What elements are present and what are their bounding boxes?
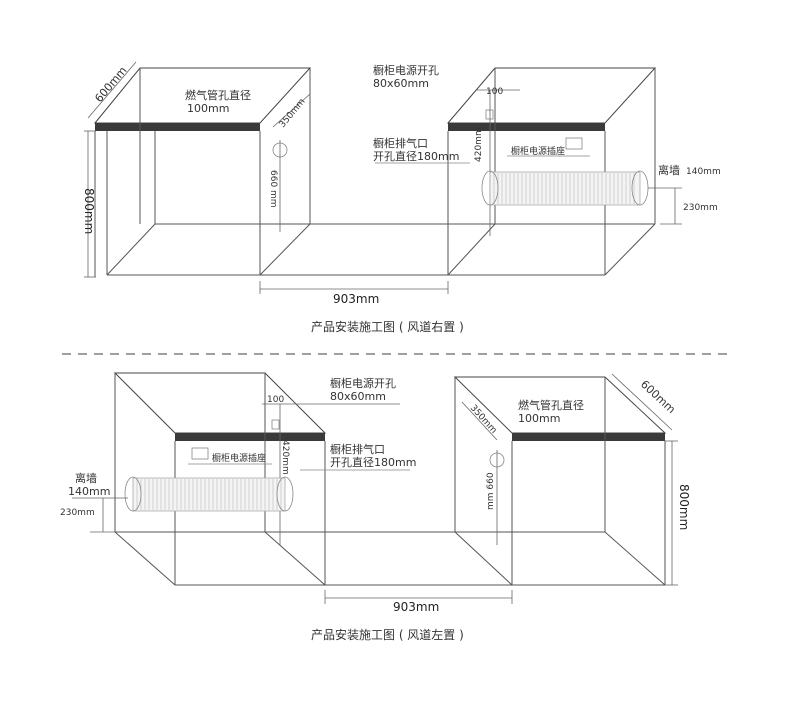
top-duct: [481, 170, 649, 206]
top-left-countertop-edge: [95, 123, 260, 131]
bottom-vent-420-label: 420mm: [280, 440, 290, 475]
top-gas-hole-value: 100mm: [187, 102, 229, 115]
bottom-gas-hole-title: 燃气管孔直径: [518, 398, 584, 412]
top-duct-end-left: [481, 170, 499, 206]
top-diagram: 600mm 800mm 燃气管孔直径 100mm 350mm 660 mm: [82, 61, 721, 334]
top-socket-label: 橱柜电源插座: [511, 145, 565, 157]
top-power-hole-rect: [485, 109, 494, 120]
bottom-socket: 橱柜电源插座: [188, 447, 272, 465]
top-socket-icon: [565, 137, 583, 150]
bottom-duct-end-right: [276, 476, 294, 512]
bottom-power-hole-title: 橱柜电源开孔: [330, 376, 396, 390]
bottom-socket-icon: [191, 447, 209, 460]
top-right-cabinet-top: [446, 67, 657, 124]
bottom-wall-distance: 离墙 140mm 230mm: [60, 471, 128, 533]
bottom-wall-230-label: 230mm: [60, 508, 95, 518]
top-vent: 橱柜排气口 开孔直径180mm: [373, 136, 470, 164]
bottom-left-countertop-edge: [175, 433, 325, 441]
bottom-wall-label: 离墙: [75, 471, 97, 485]
top-left-cabinet: [93, 67, 312, 277]
bottom-vent-value: 开孔直径180mm: [330, 455, 416, 469]
top-gas-660-label: 660 mm: [268, 170, 278, 208]
top-gap-label: 903mm: [333, 292, 379, 306]
bottom-gap-label: 903mm: [393, 600, 439, 614]
top-wall-label: 离墙: [658, 163, 680, 177]
top-height-label: 800mm: [82, 188, 96, 234]
bottom-right-countertop-edge: [512, 433, 665, 441]
top-vent-title: 橱柜排气口: [373, 136, 428, 150]
bottom-duct-end-left: [124, 476, 142, 512]
bottom-duct: [124, 476, 294, 512]
bottom-power-hole-size: 80x60mm: [330, 390, 386, 403]
top-power-hole: 橱柜电源开孔 80x60mm 100 420mm: [373, 63, 520, 236]
top-gas-hole-title: 燃气管孔直径: [185, 88, 251, 102]
top-power-100-label: 100: [486, 87, 503, 97]
bottom-gas-660-label: mm 660: [486, 472, 496, 510]
bottom-height-label: 800mm: [677, 484, 691, 530]
bottom-power-100-label: 100: [267, 395, 284, 405]
bottom-right-cabinet: [453, 376, 667, 586]
bottom-power-hole: 橱柜电源开孔 80x60mm 100 420mm: [262, 376, 400, 545]
top-power-hole-size: 80x60mm: [373, 77, 429, 90]
top-duct-body: [489, 171, 641, 206]
bottom-left-cabinet: [113, 372, 327, 586]
top-vent-value: 开孔直径180mm: [373, 149, 459, 163]
top-right-countertop-edge: [448, 123, 605, 131]
top-right-cabinet: [446, 67, 657, 276]
bottom-power-hole-rect: [271, 419, 280, 430]
bottom-gas-hole-value: 100mm: [518, 412, 560, 425]
bottom-wall-140-label: 140mm: [68, 485, 110, 498]
bottom-vent: 橱柜排气口 开孔直径180mm: [300, 442, 416, 471]
bottom-gap-dimension: 903mm: [324, 590, 513, 614]
bottom-vent-title: 橱柜排气口: [330, 442, 385, 456]
top-wall-140-label: 140mm: [686, 167, 721, 177]
bottom-left-cabinet-top: [113, 372, 327, 434]
top-wall-distance: 离墙 140mm 230mm: [648, 163, 721, 225]
top-power-hole-title: 橱柜电源开孔: [373, 63, 439, 77]
bottom-width-label: 600mm: [638, 378, 678, 416]
bottom-socket-label: 橱柜电源插座: [212, 452, 266, 464]
top-gap-dimension: 903mm: [259, 281, 449, 306]
top-vent-420-label: 420mm: [474, 127, 484, 162]
top-height-dimension: 800mm: [82, 130, 96, 278]
top-wall-230-label: 230mm: [683, 203, 718, 213]
top-gas-350-label: 350mm: [278, 97, 308, 130]
bottom-caption: 产品安装施工图 ( 风道左置 ): [311, 627, 464, 642]
top-caption: 产品安装施工图 ( 风道右置 ): [311, 319, 464, 334]
bottom-diagram: 橱柜电源开孔 80x60mm 100 420mm 橱柜排气口 开孔直径180mm…: [60, 372, 691, 642]
top-socket: 橱柜电源插座: [507, 137, 590, 157]
bottom-height-dimension: 800mm: [665, 440, 691, 586]
